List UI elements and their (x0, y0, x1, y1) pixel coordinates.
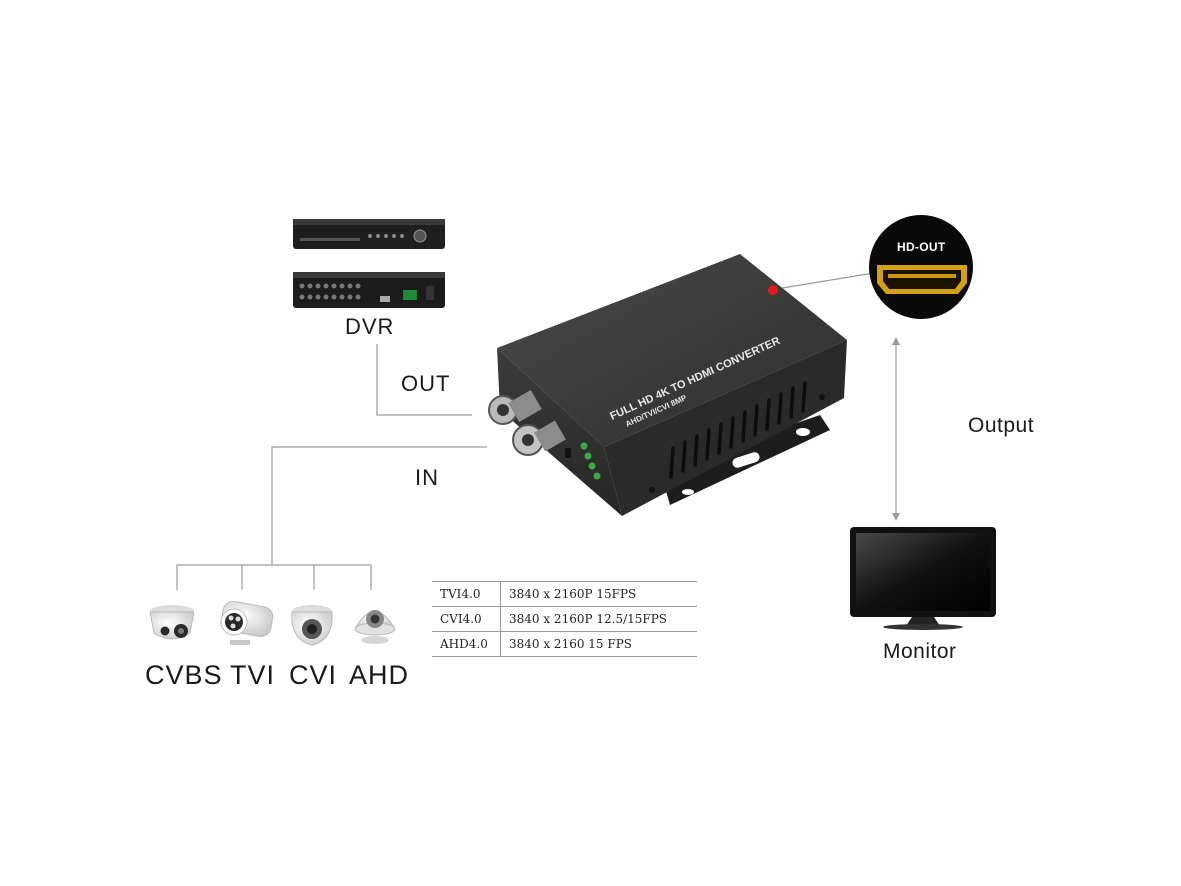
in-label: IN (415, 465, 439, 490)
table-row: TVI4.0 3840 x 2160P 15FPS (432, 581, 697, 607)
dvr-back-image (293, 272, 445, 308)
table-cell-resolution: 3840 x 2160P 15FPS (500, 581, 697, 607)
table-cell-format: AHD4.0 (432, 631, 501, 657)
table-row: AHD4.0 3840 x 2160 15 FPS (432, 631, 697, 657)
bullet-camera-icon (220, 600, 274, 645)
converter-device: FULL HD 4K TO HDMI CONVERTER AHD/TVI/CVI… (488, 254, 847, 516)
camera-label-cvi: CVI (289, 660, 338, 690)
table-cell-resolution: 3840 x 2160 15 FPS (500, 631, 697, 657)
dome-camera-icon (354, 610, 396, 644)
camera-label-tvi: TVI (230, 660, 276, 690)
table-row: CVI4.0 3840 x 2160P 12.5/15FPS (432, 606, 697, 632)
output-label: Output (968, 414, 1035, 437)
table-cell-resolution: 3840 x 2160P 12.5/15FPS (500, 606, 697, 632)
connection-lines (176, 271, 900, 590)
out-label: OUT (401, 371, 451, 396)
hd-out-callout (869, 215, 973, 319)
dvr-label: DVR (345, 314, 395, 339)
hd-out-label: HD-OUT (897, 240, 946, 254)
dome-camera-icon (149, 605, 195, 640)
table-cell-format: CVI4.0 (432, 606, 501, 632)
monitor-icon (850, 527, 996, 630)
spec-table: TVI4.0 3840 x 2160P 15FPS CVI4.0 3840 x … (432, 581, 697, 657)
camera-label-cvbs: CVBS (145, 660, 223, 690)
table-cell-format: TVI4.0 (432, 581, 501, 607)
camera-label-ahd: AHD (349, 660, 410, 690)
dome-camera-icon (291, 605, 333, 646)
hdmi-port-icon (877, 265, 967, 294)
dvr-front-image (293, 219, 445, 249)
monitor-label: Monitor (883, 640, 957, 663)
hd-out-marker-dot (768, 285, 778, 295)
